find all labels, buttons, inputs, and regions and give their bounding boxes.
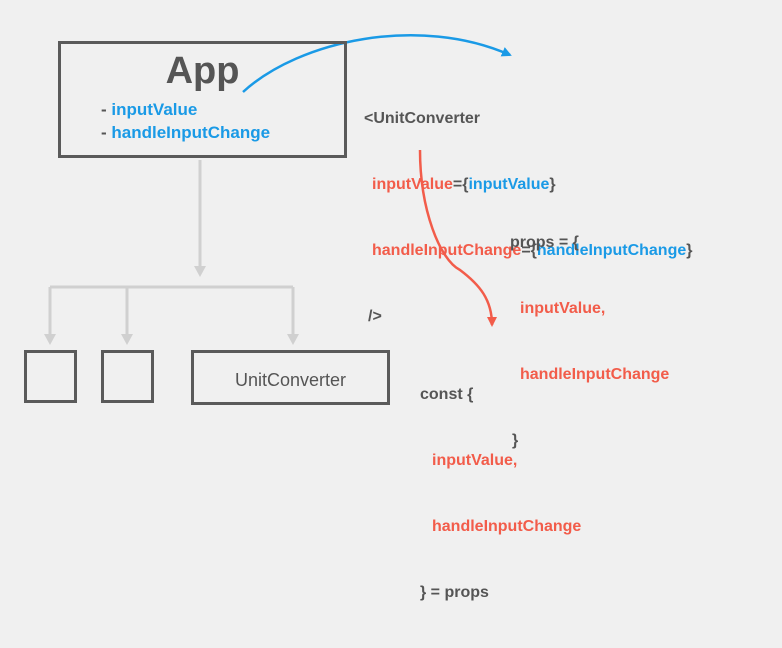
jsx-attr-input-value: inputValue={inputValue} xyxy=(364,174,692,196)
jsx-attr-handle-input-change: handleInputChange={handleInputChange} xyxy=(364,240,692,262)
props-open: props = { xyxy=(510,234,579,251)
jsx-block: <UnitConverter inputValue={inputValue} h… xyxy=(364,64,692,372)
blue-flow-arrow xyxy=(242,34,512,93)
prop-name: inputValue xyxy=(111,100,198,119)
connector-layer xyxy=(44,34,512,345)
prop-name: handleInputChange xyxy=(111,123,271,142)
destructure-open: const { xyxy=(420,386,474,403)
attr-close: } xyxy=(686,242,693,259)
jsx-open-tag: <UnitConverter xyxy=(364,110,481,127)
props-item-handle-input-change: handleInputChange xyxy=(520,366,670,383)
destructure-block: const { inputValue, handleInputChange } … xyxy=(420,340,581,648)
attr-eq: ={ xyxy=(452,176,469,193)
tree-branch-a-arrow xyxy=(44,334,56,345)
attr-eq: ={ xyxy=(521,242,537,259)
diagram-canvas: App - inputValue - handleInputChange <Un… xyxy=(24,34,692,601)
app-prop-input-value: - inputValue xyxy=(101,100,197,120)
child-component-box-a xyxy=(24,350,77,403)
tree-trunk-arrow xyxy=(194,266,206,277)
destructure-item-handle-input-change: handleInputChange xyxy=(432,518,582,535)
app-prop-handle-input-change: - handleInputChange xyxy=(101,123,270,143)
component-tree-lines xyxy=(44,160,299,345)
destructure-item-input-value: inputValue, xyxy=(432,452,518,469)
unit-converter-box: UnitConverter xyxy=(191,350,390,405)
props-object-block: props = { inputValue, handleInputChange … xyxy=(510,188,669,496)
red-flow-arrow xyxy=(418,149,497,327)
attr-value: inputValue xyxy=(468,176,550,193)
destructure-close: } = props xyxy=(420,584,489,601)
child-component-box-b xyxy=(101,350,154,403)
tree-branch-b-arrow xyxy=(121,334,133,345)
tree-branch-c-arrow xyxy=(287,334,299,345)
attr-value: handleInputChange xyxy=(536,242,687,259)
props-item-input-value: inputValue, xyxy=(520,300,606,317)
prop-dash: - xyxy=(101,100,112,119)
unit-converter-label: UnitConverter xyxy=(234,370,347,390)
app-title: App xyxy=(165,50,240,92)
app-component-box: App - inputValue - handleInputChange xyxy=(58,41,347,158)
props-close: } xyxy=(512,432,519,449)
prop-dash: - xyxy=(101,123,112,142)
attr-close: } xyxy=(549,176,556,193)
attr-name: inputValue xyxy=(372,176,453,193)
attr-name: handleInputChange xyxy=(372,242,522,259)
jsx-close-tag: /> xyxy=(368,308,382,325)
